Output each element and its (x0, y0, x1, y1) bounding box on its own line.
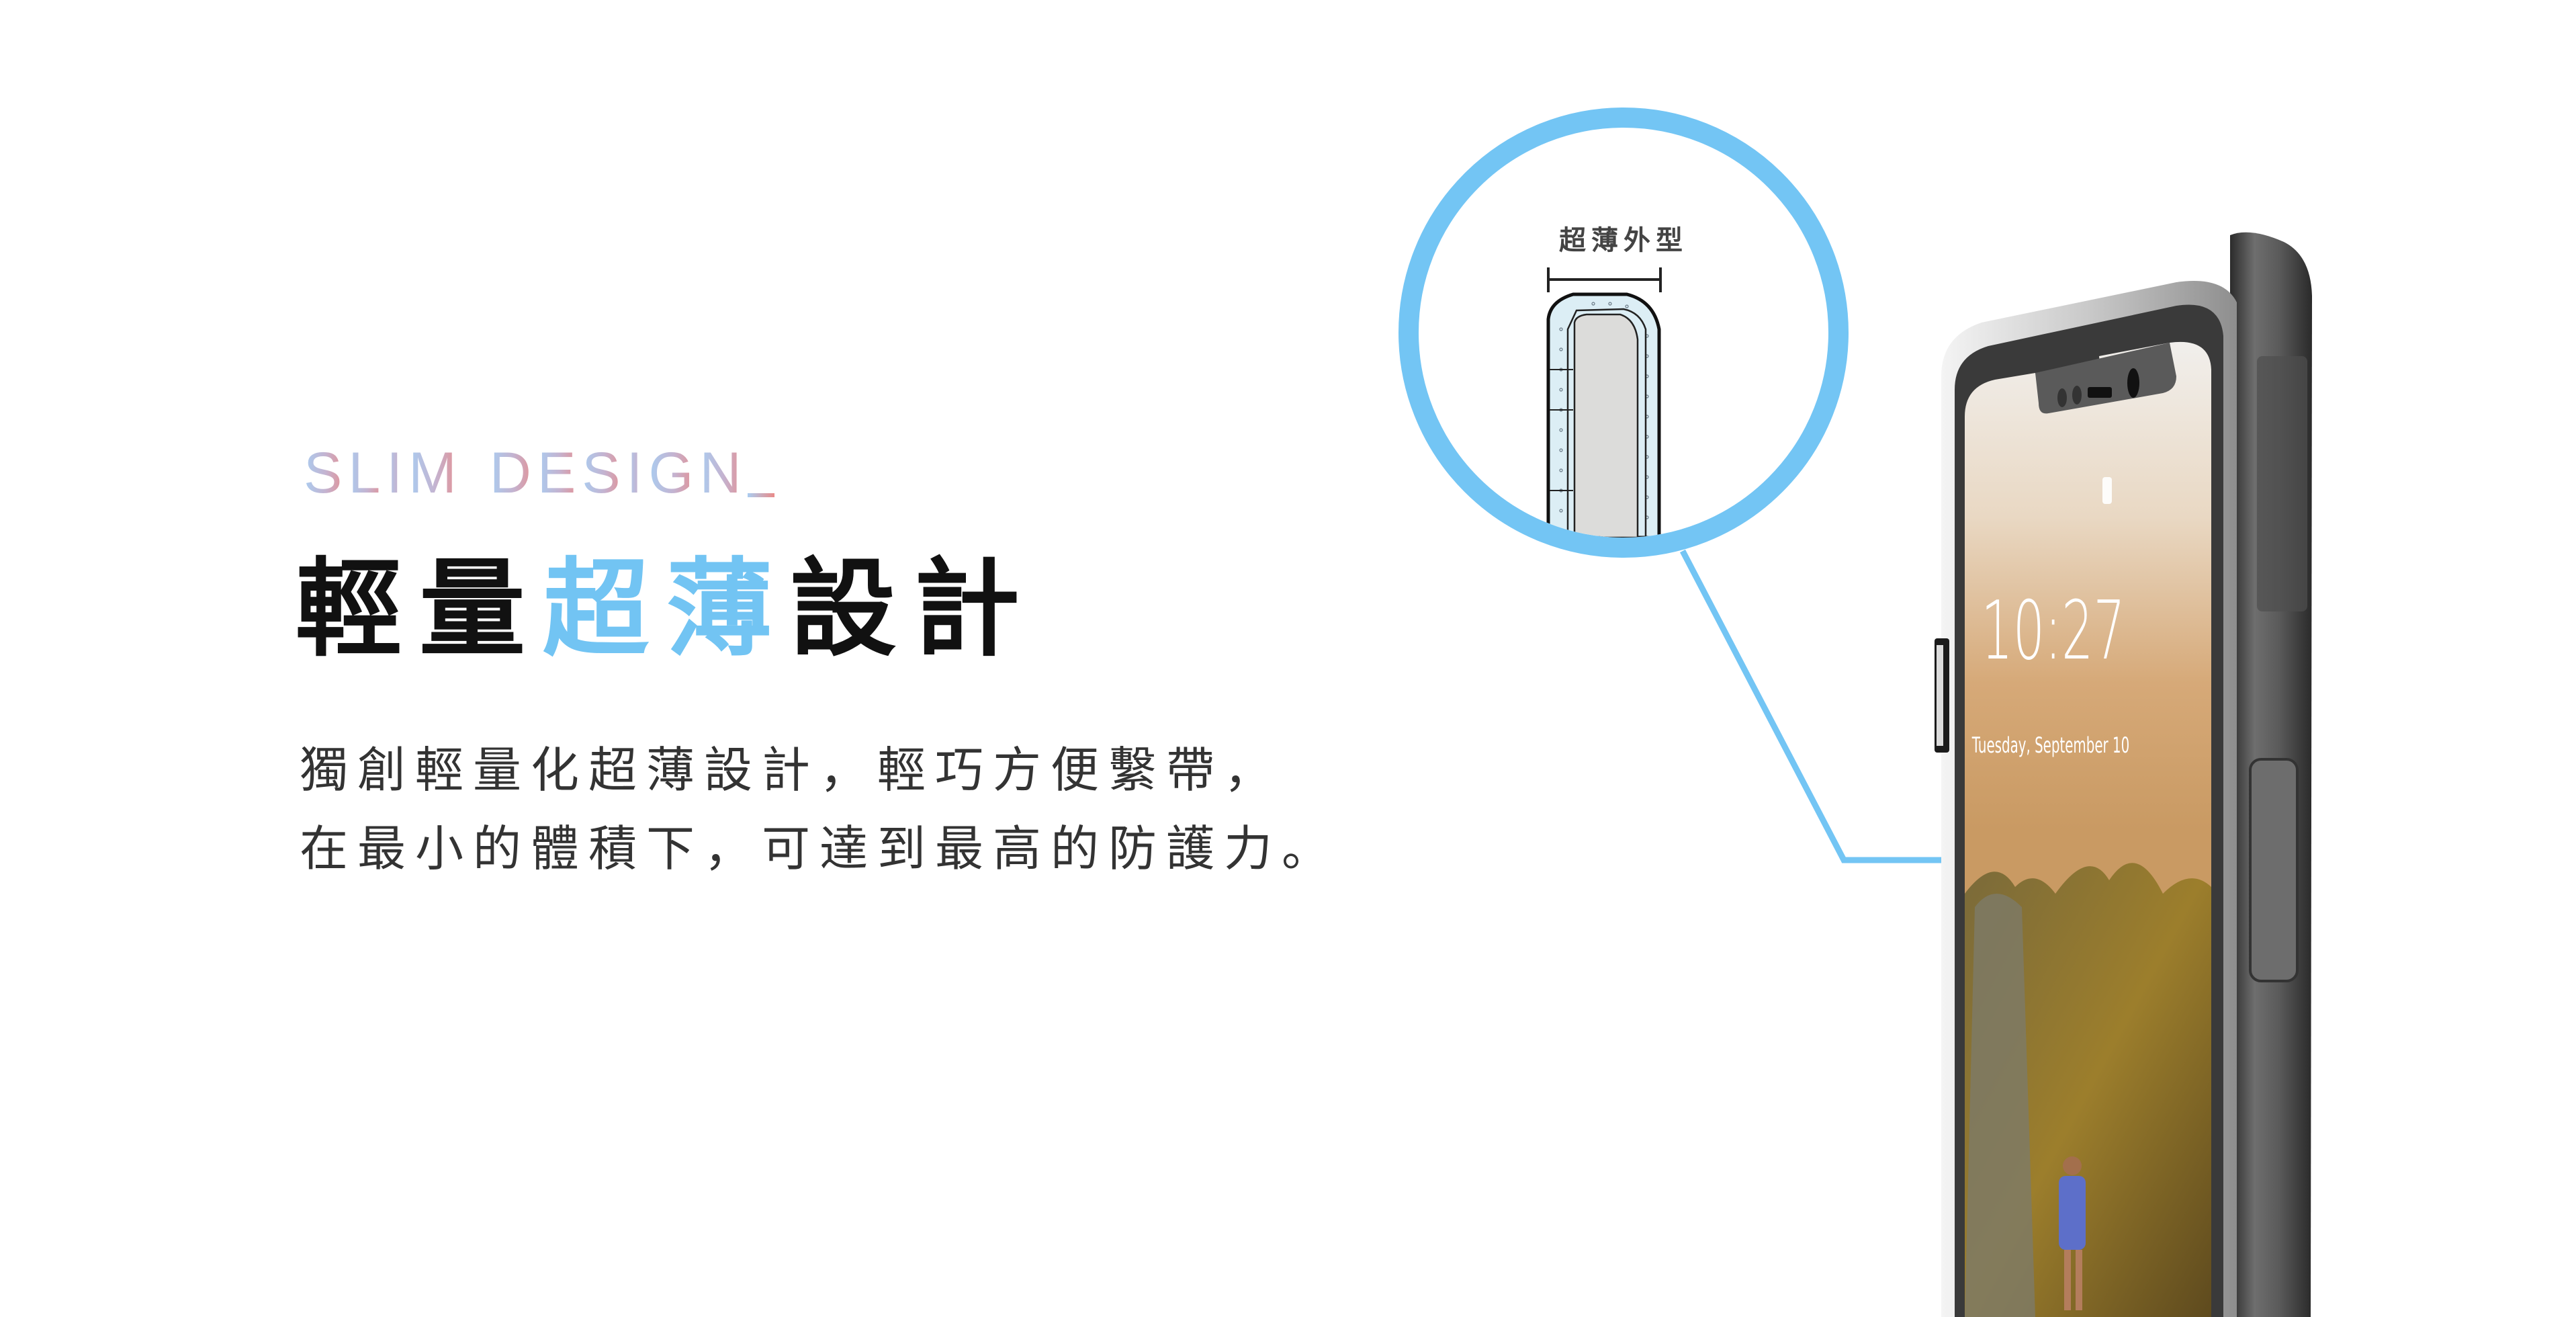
case-cross-section-diagram-icon (1546, 267, 1662, 538)
callout-label: 超薄外型 (1559, 225, 1688, 256)
eyebrow-letter: I (386, 441, 409, 505)
eyebrow-letter: G (648, 441, 700, 505)
body-copy: 獨創輕量化超薄設計，輕巧方便繫帶， 在最小的體積下，可達到最高的防護力。 (300, 731, 1339, 888)
headline: 輕量超薄設計 (296, 546, 1037, 673)
eyebrow-underscore-decoration (748, 493, 774, 497)
lock-date: Tuesday, September 10 (1971, 733, 2129, 758)
lock-icon (2102, 477, 2112, 504)
phone-in-clear-case-image: 10:27 Tuesday, September 10 (1935, 232, 2312, 1317)
headline-accent: 超薄 (543, 548, 790, 671)
eyebrow-letter: M (408, 441, 463, 505)
eyebrow-letter: S (582, 441, 627, 505)
body-line-2: 在最小的體積下，可達到最高的防護力。 (300, 820, 1340, 877)
eyebrow-letter: E (537, 441, 582, 505)
lock-time: 10:27 (1981, 583, 2125, 678)
eyebrow-letter: L (348, 441, 387, 505)
magnifier-callout: 超薄外型 (1398, 108, 1849, 558)
eyebrow-slim-design: S L I M D E S I G N (304, 441, 748, 505)
body-line-1: 獨創輕量化超薄設計，輕巧方便繫帶， (300, 742, 1282, 798)
headline-part-2: 設計 (790, 548, 1037, 671)
eyebrow-letter: I (626, 441, 649, 505)
headline-part-1: 輕量 (296, 548, 543, 671)
eyebrow-letter: N (699, 441, 748, 505)
eyebrow-letter: S (304, 441, 349, 505)
eyebrow-letter: D (489, 441, 537, 505)
